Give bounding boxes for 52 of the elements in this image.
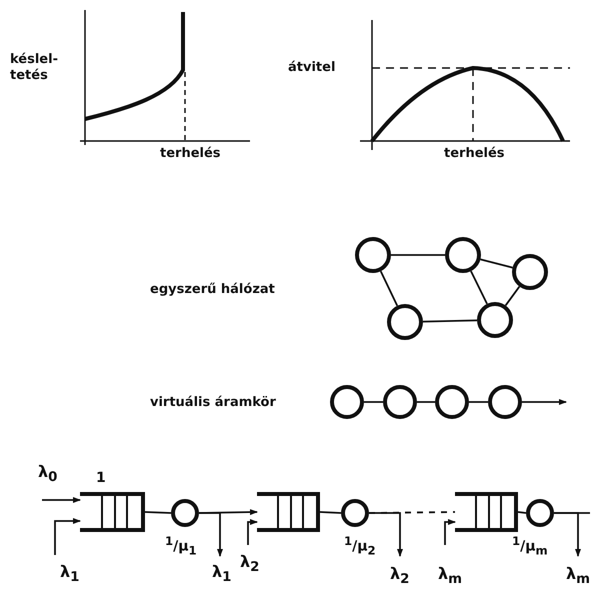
node-circle [330,385,364,419]
edge-label: λ$_{0}$ [38,462,58,486]
queue-label: 1 [96,470,106,487]
node-circle [488,385,522,419]
node-circle [477,302,513,338]
connector-line [504,286,520,306]
edge-label: λ$_{2}$ [240,552,260,576]
arrow [247,519,258,545]
connector-line [469,401,488,403]
queue-symbol [257,492,320,532]
arrow [54,518,81,555]
edge-label: λ$_{m}$ [438,564,462,588]
node-circle [355,237,391,273]
edge-label: λ$_{1}$ [212,562,232,586]
connector-line [369,511,455,514]
service-time-label: $^{1}$/μ$_{1}$ [165,534,197,558]
edge-label: λ$_{1}$ [60,562,80,586]
connector-line [480,258,513,268]
connector-line [470,270,488,304]
node-circle [526,499,554,527]
queue-symbol [455,492,518,532]
connector-line [364,401,383,403]
node-circle [512,254,548,290]
x-axis-label: terhelés [160,146,221,162]
connector-line [417,401,435,403]
node-circle [383,385,417,419]
connector-line [144,511,172,514]
node-circle [445,237,481,273]
arrow [444,519,456,545]
connector-line [422,320,478,322]
node-circle [435,385,469,419]
network-caption: egyszerű hálózat [150,282,275,298]
edge-label: λ$_{2}$ [390,564,410,588]
node-circle [387,304,423,340]
x-axis-label: terhelés [444,146,505,162]
node-circle [341,499,369,527]
node-circle [171,499,199,527]
connector-line [518,511,526,514]
edge-label: λ$_{m}$ [566,564,590,588]
service-time-label: $^{1}$/μ$_{m}$ [512,534,548,558]
connector-line [554,512,590,514]
connector-line [391,254,445,256]
queue-symbol [80,492,145,532]
y-axis-label: késlel-tetés [10,52,58,84]
connector-line [320,511,342,514]
y-axis-label: átvitel [288,60,336,76]
arrow [42,497,81,503]
network-caption: virtuális áramkör [150,395,276,411]
service-time-label: $^{1}$/μ$_{2}$ [344,534,376,558]
arrow [522,399,567,405]
connector-line [380,270,398,306]
arrow [199,512,223,557]
